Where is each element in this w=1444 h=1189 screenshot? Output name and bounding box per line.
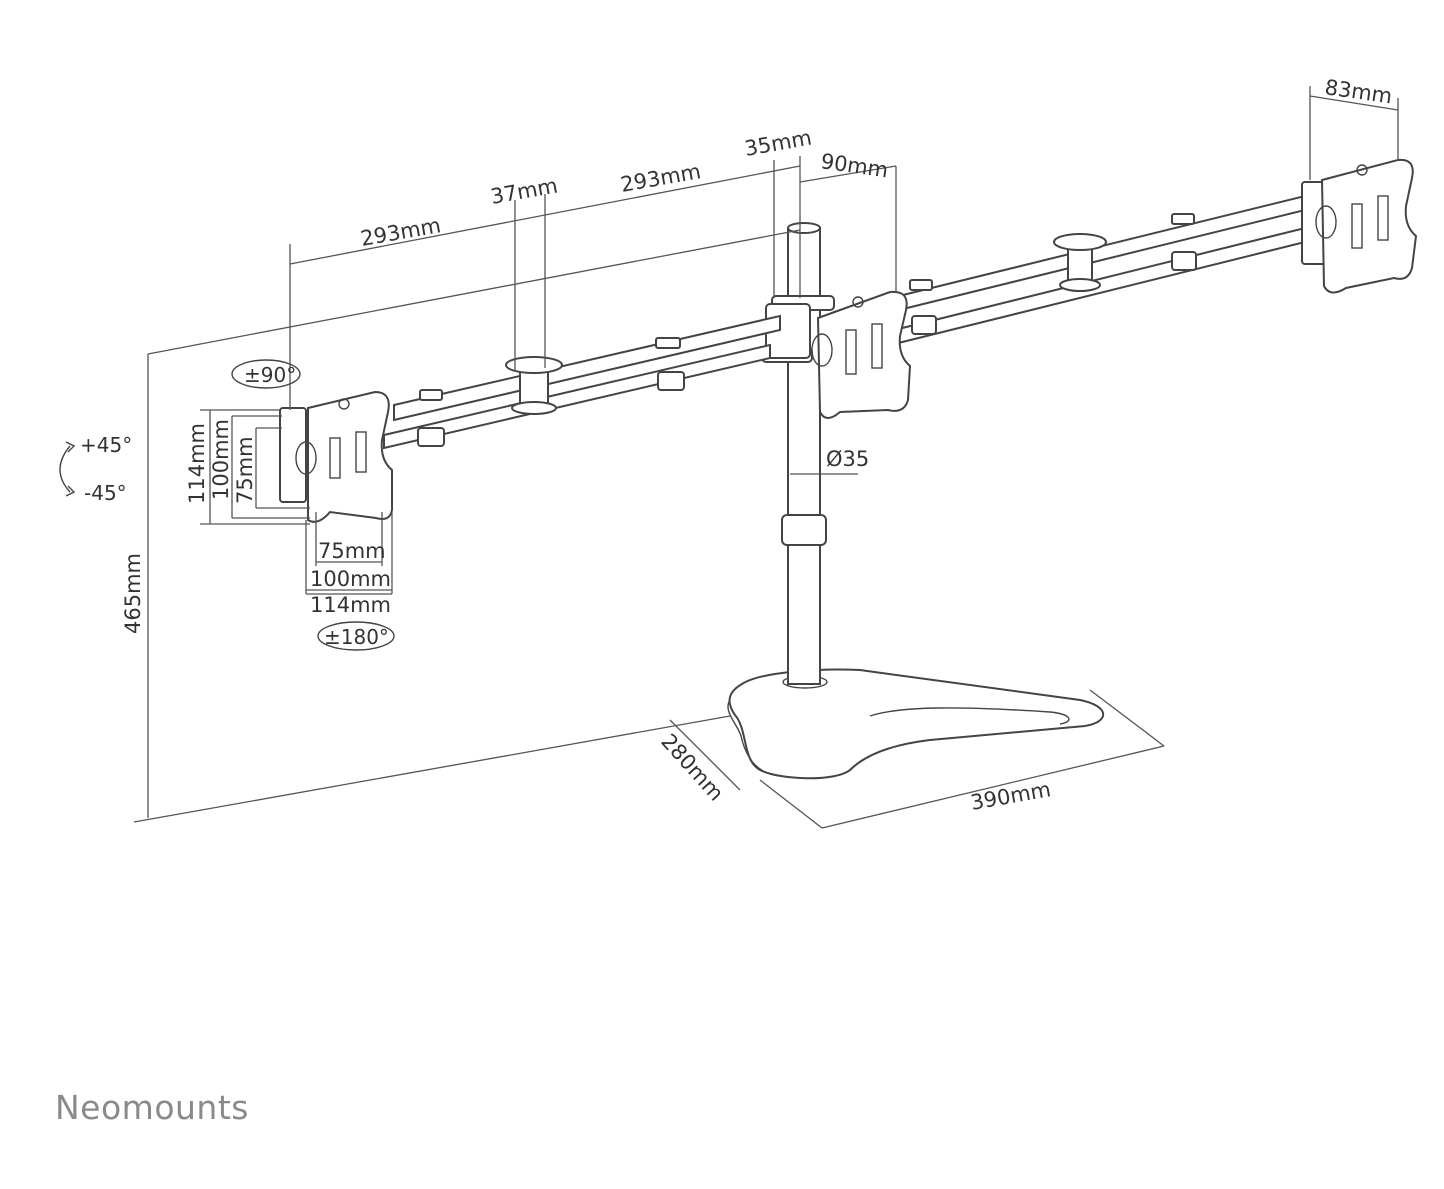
right-arm bbox=[833, 194, 1306, 361]
label-vesa-h-114: 114mm bbox=[185, 423, 209, 504]
brand-logo: Neomounts bbox=[55, 1088, 249, 1127]
tilt-arrow bbox=[59, 445, 71, 493]
swivel-ellipse bbox=[231, 359, 301, 389]
left-arm bbox=[383, 314, 781, 450]
label-clamp-width: 37mm bbox=[489, 174, 560, 209]
label-vesa-h-100: 100mm bbox=[209, 419, 233, 500]
stand-base bbox=[727, 668, 1105, 780]
label-total-height: 465mm bbox=[121, 553, 145, 634]
label-vesa-w-100: 100mm bbox=[310, 567, 391, 591]
dimension-lines bbox=[133, 86, 1399, 829]
label-rotate: ±180° bbox=[324, 625, 389, 649]
label-pole-width: 35mm bbox=[743, 126, 814, 161]
vesa-plate-left bbox=[279, 390, 393, 523]
label-arm-right: 293mm bbox=[619, 159, 703, 197]
label-arm-left: 293mm bbox=[359, 213, 443, 251]
rotate-ellipse bbox=[317, 621, 395, 651]
label-vesa-w-114: 114mm bbox=[310, 593, 391, 617]
vesa-plate-center bbox=[811, 290, 912, 419]
rotation-labels: ±90° +45° -45° ±180° bbox=[80, 363, 389, 649]
stand-pole bbox=[761, 222, 835, 685]
rotation-indicators bbox=[59, 359, 395, 651]
label-tilt-up: +45° bbox=[80, 433, 132, 457]
label-vesa-w-75: 75mm bbox=[318, 539, 386, 563]
label-plate-depth: 83mm bbox=[1323, 75, 1393, 108]
vesa-plate-right bbox=[1301, 158, 1418, 294]
label-pole-diameter: Ø35 bbox=[826, 447, 869, 471]
label-swivel: ±90° bbox=[244, 363, 296, 387]
label-vesa-h-75: 75mm bbox=[233, 436, 257, 504]
label-tilt-down: -45° bbox=[84, 481, 127, 505]
